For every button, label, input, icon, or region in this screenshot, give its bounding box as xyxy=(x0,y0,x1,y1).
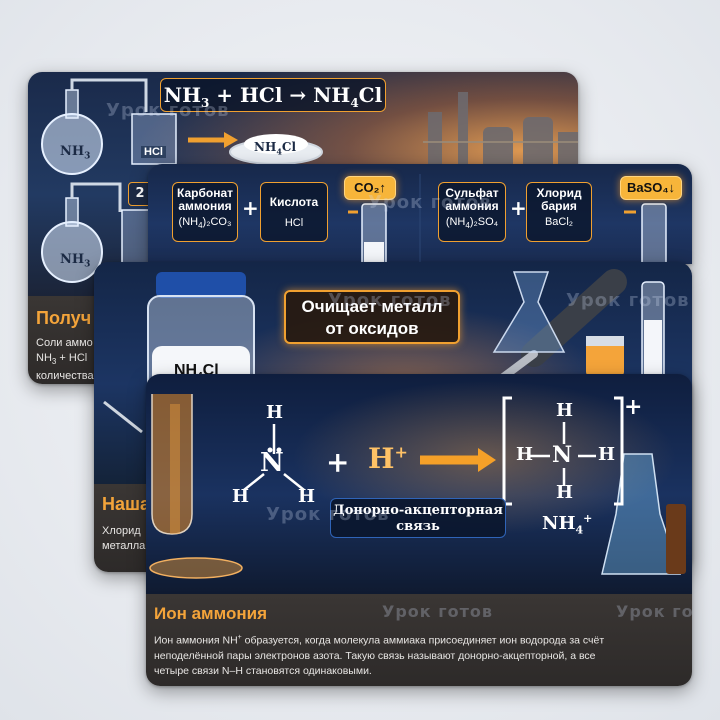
flask-2-label: NH3 xyxy=(60,252,91,270)
slide-1-title: Получ xyxy=(36,308,92,328)
slide-1-body: Соли аммо NH3 + HCl количества xyxy=(36,337,94,383)
slide-card-4[interactable]: H N H H + H+ H H N H H + Донорно-акцепто… xyxy=(146,374,692,686)
step-number-badge: 2 xyxy=(128,182,152,206)
bracket-charge: + xyxy=(624,394,643,420)
plus-sign: + xyxy=(326,446,350,479)
proton: H+ xyxy=(368,442,408,475)
slide-4-title: Ион аммония xyxy=(154,604,267,623)
formula-middle: + HCl → NH xyxy=(209,83,351,107)
nh4-atom-h-bottom: H xyxy=(556,482,574,503)
nh4-atom-h-left: H xyxy=(516,444,534,465)
plus-sign-2: + xyxy=(510,196,527,220)
atom-h-right: H xyxy=(298,486,316,507)
reaction-formula-box: NH3 + HCl → NH4Cl xyxy=(160,78,386,112)
slide-4-body: Ион аммония NH+ образуется, когда молеку… xyxy=(154,634,605,677)
formula-cl: Cl xyxy=(358,83,383,107)
nh4-atom-h-right: H xyxy=(598,444,616,465)
flask-label: NH3 xyxy=(60,144,91,162)
slide-4-image: H N H H + H+ H H N H H + Донорно-акцепто… xyxy=(146,374,692,594)
atom-h-left: H xyxy=(232,486,250,507)
watermark: Урок готов xyxy=(566,290,690,311)
nh4-atom-h-top: H xyxy=(556,400,574,421)
atom-n: N xyxy=(260,448,284,478)
co2-result-badge: CO₂↑ xyxy=(344,176,396,200)
watermark: Урок готов xyxy=(616,602,692,621)
nh4-atom-n: N xyxy=(552,442,573,468)
ammonium-ion-label: NH4+ xyxy=(542,512,593,537)
slide-3-title: Наша xyxy=(102,494,151,514)
watermark: Урок готов xyxy=(368,192,492,213)
watermark: Урок готов xyxy=(328,290,452,311)
ammonium-ion-diagram xyxy=(149,394,686,579)
baso4-result-badge: BaSO₄↓ xyxy=(620,176,682,200)
product-label: NH4Cl xyxy=(254,140,296,157)
acid-box: Кислота HCl xyxy=(260,182,328,242)
watermark: Урок готов xyxy=(382,602,493,621)
formula-nh3: NH xyxy=(163,83,201,107)
slide-3-body: Хлорид металла xyxy=(102,525,146,552)
plus-sign: + xyxy=(242,196,259,220)
slide-4-caption-panel: Ион аммония Урок готов Урок готов Ион ам… xyxy=(146,594,692,686)
watermark: Урок готов xyxy=(266,504,390,525)
beaker-label: HCl xyxy=(141,146,166,158)
watermark: Урок готов xyxy=(106,100,230,121)
test-tube-illustration xyxy=(348,174,667,264)
atom-h-top: H xyxy=(266,402,284,423)
